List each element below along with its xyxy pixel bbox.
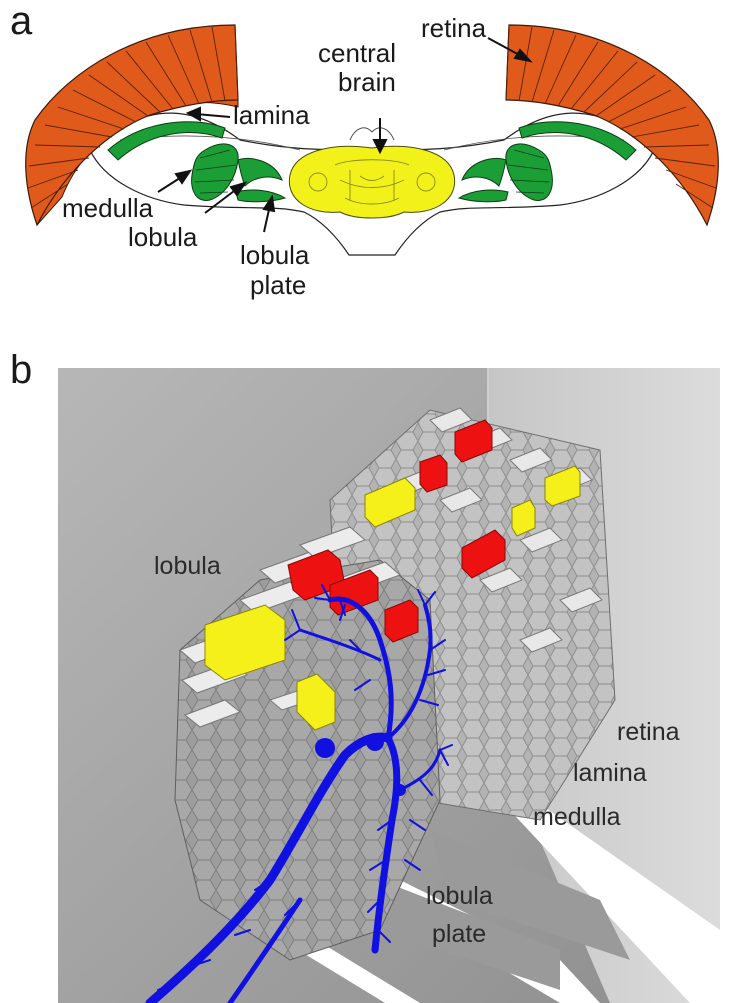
label-b-lobula-plate-1: lobula [426, 882, 493, 910]
label-lobula-plate-1: lobula [240, 240, 310, 270]
panel-a-letter: a [10, 0, 33, 43]
label-medulla: medulla [62, 193, 154, 223]
label-b-medulla: medulla [533, 803, 621, 831]
label-central-brain-2: brain [338, 67, 396, 97]
panel-b-letter: b [10, 348, 32, 392]
panel-a: a [10, 0, 718, 300]
label-lamina: lamina [233, 100, 310, 130]
label-central-brain-1: central [318, 38, 396, 68]
label-lobula-plate-2: plate [250, 270, 306, 300]
label-b-retina: retina [617, 718, 680, 746]
label-lobula: lobula [128, 222, 198, 252]
central-brain [289, 128, 454, 218]
panel-b: b [10, 348, 720, 1003]
label-retina: retina [421, 13, 487, 43]
label-b-lobula: lobula [154, 552, 221, 580]
label-b-lamina: lamina [573, 759, 647, 787]
label-b-lobula-plate-2: plate [432, 920, 486, 948]
